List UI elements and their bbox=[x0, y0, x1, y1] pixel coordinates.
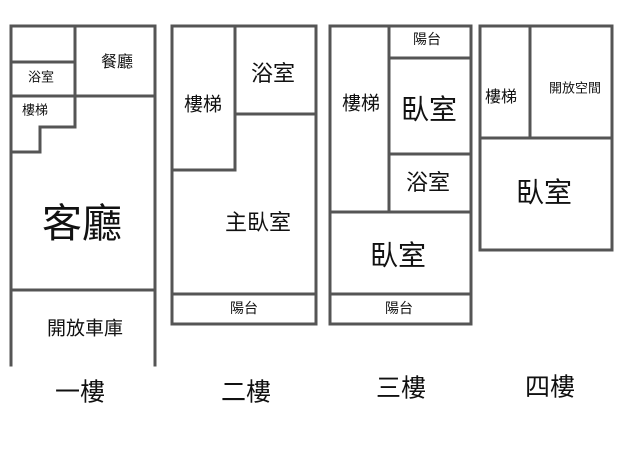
room-label-stairs: 樓梯 bbox=[484, 87, 518, 106]
room-label-bath: 浴室 bbox=[27, 70, 55, 86]
room-label-living: 客廳 bbox=[42, 201, 122, 247]
floor-title-4: 四樓 bbox=[524, 372, 576, 402]
room-label-balcony: 陽台 bbox=[230, 301, 258, 317]
floor-title-1: 一樓 bbox=[54, 377, 106, 407]
room-label-garage: 開放車庫 bbox=[46, 317, 124, 340]
room-label-bath: 浴室 bbox=[405, 171, 451, 196]
room-label-bath: 浴室 bbox=[250, 62, 296, 87]
room-label-stairs: 樓梯 bbox=[341, 92, 381, 115]
room-label-master-bedroom: 主臥室 bbox=[224, 211, 292, 236]
room-label-balcony-top: 陽台 bbox=[413, 32, 441, 48]
room-label-stairs: 樓梯 bbox=[183, 93, 223, 116]
room-label-bedroom-a: 臥室 bbox=[400, 93, 458, 126]
floor-4-walls bbox=[478, 24, 614, 252]
room-label-open-space: 開放空間 bbox=[548, 81, 602, 97]
room-label-balcony-bottom: 陽台 bbox=[385, 301, 413, 317]
room-label-stairs: 樓梯 bbox=[21, 103, 49, 119]
floor-2-walls bbox=[170, 24, 318, 326]
room-label-bedroom-b: 臥室 bbox=[369, 239, 427, 272]
room-label-bedroom: 臥室 bbox=[515, 176, 573, 209]
floor-title-3: 三樓 bbox=[375, 373, 427, 403]
floor-3-walls bbox=[328, 24, 473, 326]
floor-1-walls bbox=[9, 24, 157, 367]
room-label-dining: 餐廳 bbox=[100, 52, 134, 71]
floor-title-2: 二樓 bbox=[220, 377, 272, 407]
